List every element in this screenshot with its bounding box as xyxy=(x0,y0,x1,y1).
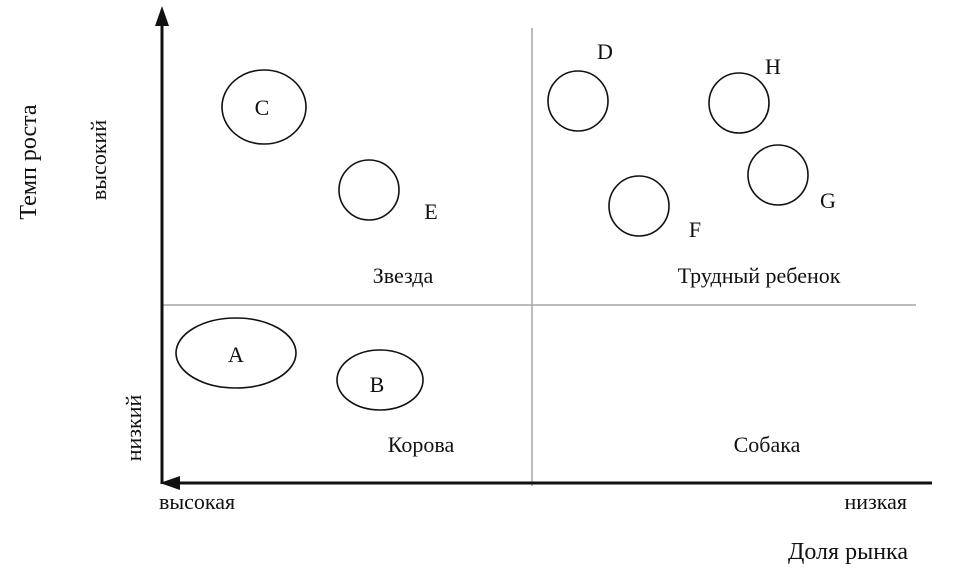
quadrant-star-label: Звезда xyxy=(373,263,434,288)
unit-h-label: H xyxy=(765,54,781,79)
quadrant-dog-label: Собака xyxy=(734,432,801,457)
quadrant-question-label: Трудный ребенок xyxy=(678,263,841,288)
unit-e-label: E xyxy=(424,199,437,224)
unit-f-circle xyxy=(608,175,670,237)
x-axis-low-label: низкая xyxy=(845,489,907,514)
unit-f-label: F xyxy=(689,217,701,242)
unit-h-circle xyxy=(708,72,770,134)
unit-b-circle xyxy=(336,349,424,411)
unit-g-label: G xyxy=(820,188,836,213)
unit-c-label: C xyxy=(255,95,270,120)
unit-d-label: D xyxy=(597,39,613,64)
unit-d-circle xyxy=(547,70,609,132)
y-axis-high-label: высокий xyxy=(86,120,111,200)
x-axis-title: Доля рынка xyxy=(788,539,908,565)
quadrant-cow-label: Корова xyxy=(388,432,455,457)
y-axis-low-label: низкий xyxy=(121,395,146,462)
y-axis-arrow-icon xyxy=(155,6,169,26)
unit-a-label: A xyxy=(228,342,244,367)
unit-b-label: B xyxy=(370,372,385,397)
x-axis-high-label: высокая xyxy=(159,489,235,514)
unit-a-circle xyxy=(175,317,297,389)
unit-c-circle xyxy=(221,69,307,145)
y-axis-title: Темп роста xyxy=(16,104,42,219)
x-axis-arrow-icon xyxy=(160,476,180,490)
unit-e-circle xyxy=(338,159,400,221)
unit-g-circle xyxy=(747,144,809,206)
